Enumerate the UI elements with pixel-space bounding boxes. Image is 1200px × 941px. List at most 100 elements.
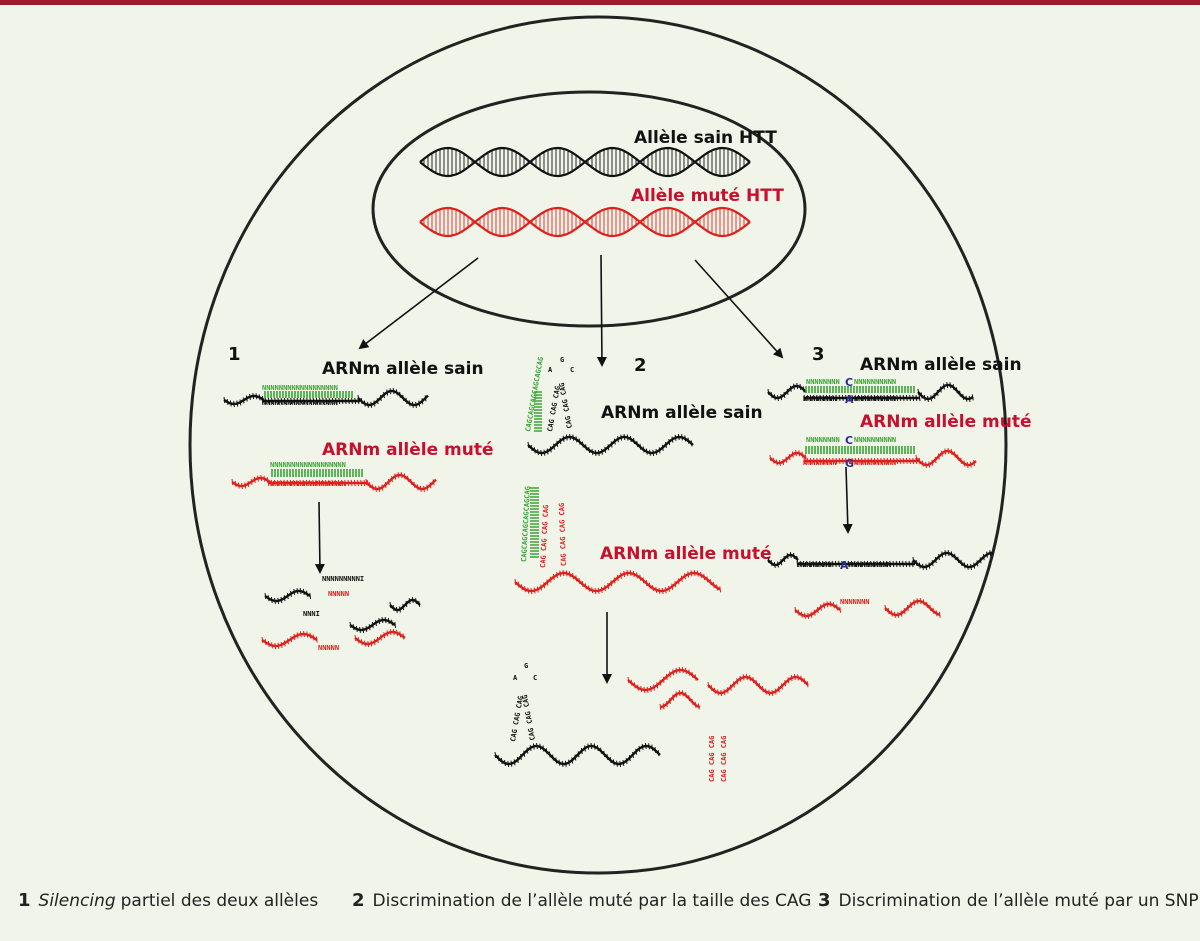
p1-frag-black-3-ticks: [389, 596, 421, 613]
panel-3-number: 3: [812, 344, 825, 365]
p1-sain-right-ticks: [357, 388, 427, 408]
p1-mute-left-ticks: [231, 474, 269, 490]
panel-2-cag-sain-2: CAG CAG CAG: [558, 382, 574, 429]
p2-mute-tick-col: [530, 487, 539, 558]
p3-frag-1-ticks: [794, 601, 842, 619]
panel-2-result-cag-red-2: CAG CAG CAG: [720, 736, 728, 782]
legend-emphasis-1: Silencing: [38, 890, 116, 911]
panel-1-label-mute: ARNm allèle muté: [322, 440, 494, 460]
panel-1-mrna-sain: [223, 388, 429, 408]
p3-mute-right-ticks: [915, 447, 975, 468]
legend-item-3: 3 Discrimination de l’allèle muté par un…: [818, 890, 1199, 911]
p2-sain-strand: [527, 435, 694, 455]
diagram-canvas: Allèle sain HTT Allèle muté HTT 1 ARNm a…: [188, 15, 1032, 875]
panel-2-result-cag-red: CAG CAG CAG: [708, 736, 716, 782]
p1-mute-right-ticks: [365, 472, 435, 492]
panel-2-result-loop-a: A: [513, 674, 518, 682]
p2-red-frag-1-ticks: [627, 667, 697, 693]
panel-1-mrna-mute: [231, 472, 437, 492]
panel-1-frag-short: NNNI: [303, 610, 320, 618]
arrow-to-panel-2: [596, 254, 607, 367]
panel-3-sirna-ticks-mute: [805, 446, 915, 454]
p3-sain-right-ticks: [917, 382, 974, 403]
panel-3-result-seq-right: NNNNNNNNNN: [849, 561, 891, 569]
panel-3-seq-right-green: NNNNNNNNNN: [854, 378, 896, 386]
legend-item-1: 1 Silencing partiel des deux allèles: [18, 890, 318, 911]
p3-result-left: [767, 553, 799, 567]
panel-2-cag-mute-2: CAG CAG CAG CAG: [558, 503, 568, 566]
dna-helix-mutant: [419, 206, 751, 238]
panel-3-snp-c: C: [845, 376, 853, 389]
p3-sain-mid-ticks: [803, 394, 921, 402]
p1-mute-tick-row: [271, 469, 363, 477]
panel-2-oligo-mute: CAGCAGCAGCAGCAGCAG: [520, 486, 532, 562]
p1-sain-left-ticks: [223, 393, 264, 408]
panel-2-oligo-ticks-sain: [534, 391, 542, 432]
dna-helix-healthy: [419, 146, 751, 178]
legend-text-3: Discrimination de l’allèle muté par un S…: [838, 890, 1199, 911]
panel-2-degraded-mutant: [627, 667, 809, 711]
p2-sain-strand-ticks: [527, 433, 693, 457]
arrow-panel-3-down: [842, 466, 853, 534]
cell-membrane: [188, 15, 1008, 875]
p3-result-right-ticks: [912, 550, 992, 570]
nucleus: [371, 90, 807, 328]
panel-3-mute-seq-right-green: NNNNNNNNNN: [854, 436, 896, 444]
panel-3-sirna-ticks-sain: [805, 386, 915, 393]
arrow-to-panel-3: [694, 259, 784, 359]
panel-2-oligo-ticks-mute: [530, 487, 539, 558]
panel-2-loop-a: A: [548, 366, 553, 374]
legend-text-1: partiel des deux allèles: [120, 890, 319, 911]
panel-1-label-sain: ARNm allèle sain: [322, 359, 484, 379]
p2-red-frag-1: [627, 668, 699, 692]
panel-2-result-loop-g: G: [524, 662, 528, 670]
legend-number-2: 2: [352, 890, 365, 911]
panel-1-sirna-seq-sain: NNNNNNNNNNNNNNNNNN: [262, 384, 338, 392]
p1-mute-mid-ticks: [267, 479, 369, 487]
panel-3-label-mute: ARNm allèle muté: [860, 412, 1032, 432]
p2-result-strand: [494, 744, 661, 766]
p3-result-mid-ticks: [796, 560, 914, 568]
panel-3-degraded-mutant: [794, 598, 941, 619]
dna-healthy-strand-b: [419, 146, 751, 178]
p1-sain-tick-row: [264, 391, 353, 398]
panel-2-label-mute: ARNm allèle muté: [600, 544, 772, 564]
panel-1-frag-red: NNNNN: [318, 644, 339, 652]
panel-3-mute-seq-right-red: NNNNNNNNNN: [854, 459, 896, 467]
p2-result-strand-ticks: [494, 742, 660, 767]
panel-2-mrna-sain: [527, 433, 694, 457]
allele-sain-label: Allèle sain HTT: [634, 128, 777, 148]
panel-1-sirna-ticks-sain: [264, 391, 353, 398]
p3-mute-mid-ticks: [803, 457, 921, 465]
legend-number-3: 3: [818, 890, 831, 911]
panel-2-result-cag-2: CAG CAG CAG: [521, 694, 537, 741]
p3-mute-tick-row: [805, 446, 915, 454]
panel-2-mrna-mute: [514, 569, 722, 595]
panel-3-mute-seq-left-red: NNNNNNNN: [803, 459, 837, 467]
panel-2-cag-mute-1: CAG CAG CAG CAG: [539, 505, 550, 569]
panel-2-number: 2: [634, 355, 647, 376]
panel-3-mute-snp-c: C: [845, 434, 853, 447]
p2-red-frag-3-ticks: [659, 690, 700, 711]
panel-1-sirna-ticks-mute: [271, 469, 363, 477]
panel-3-seq-left-black: NNNNNNNN: [803, 395, 837, 403]
arrow-to-panel-1: [358, 257, 479, 350]
legend: 1 Silencing partiel des deux allèles 2 D…: [0, 878, 1200, 928]
panel-3-seq-left-green: NNNNNNNN: [806, 378, 840, 386]
dna-healthy-rungs: [423, 148, 749, 176]
arrow-panel-1-down: [314, 501, 325, 574]
dna-mutant-rungs: [423, 208, 749, 236]
panel-3-result-snp-a: A: [840, 559, 849, 572]
panel-1-frag-mid: NNNNN: [328, 590, 349, 598]
p2-red-frag-2: [707, 675, 809, 695]
p3-frag-2: [884, 599, 941, 617]
panel-2-loop-c: C: [570, 366, 574, 374]
panel-3-mrna-mute: [769, 447, 977, 468]
p1-frag-red-1: [261, 632, 318, 648]
panel-1-frag-top: NNNNNNNNNI: [322, 575, 364, 583]
legend-item-2: 2 Discrimination de l’allèle muté par la…: [352, 890, 811, 911]
p3-frag-2-ticks: [884, 598, 941, 618]
p1-mute-right: [365, 473, 437, 491]
allele-mute-label: Allèle muté HTT: [631, 186, 784, 206]
panel-2-loop-g: G: [560, 356, 564, 364]
